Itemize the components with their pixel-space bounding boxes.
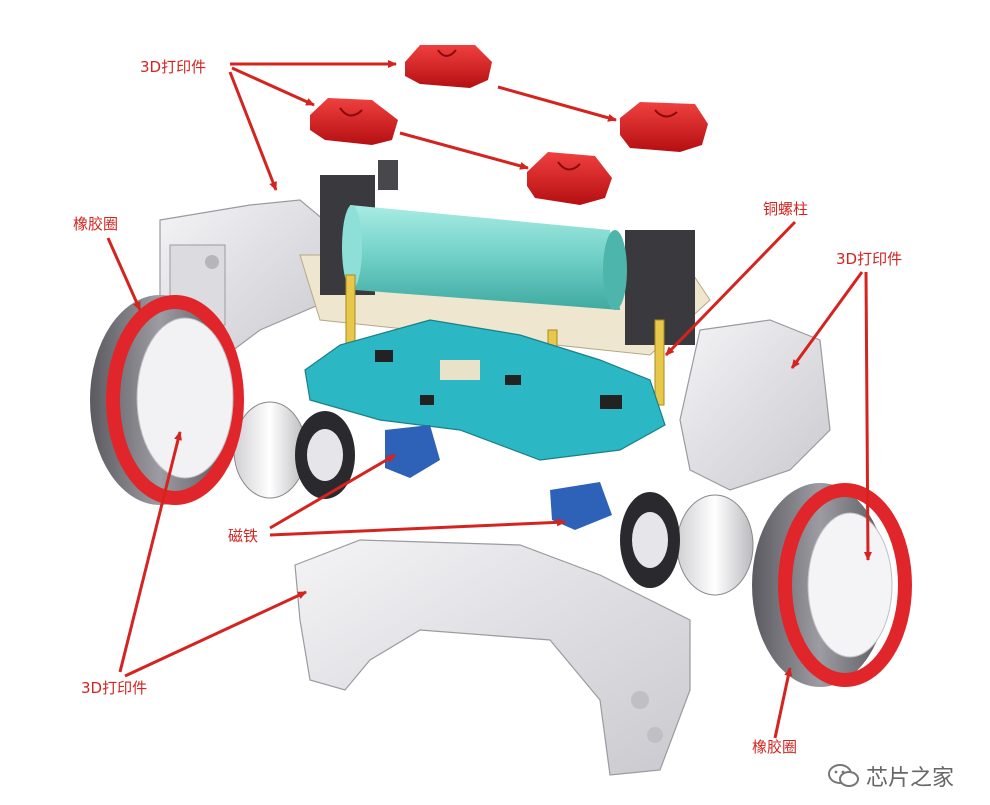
magnet-holders bbox=[385, 425, 612, 530]
printed-clip-2 bbox=[310, 98, 398, 145]
printed-clip-1 bbox=[405, 45, 492, 88]
lower-frame bbox=[294, 539, 691, 776]
label-3d-printed-top: 3D打印件 bbox=[140, 58, 207, 76]
label-magnet: 磁铁 bbox=[228, 527, 259, 545]
label-copper-standoff: 铜螺柱 bbox=[763, 200, 809, 218]
printed-clip-4 bbox=[527, 152, 612, 205]
label-rubber-ring-right: 橡胶圈 bbox=[752, 738, 798, 756]
pcb-board bbox=[304, 319, 666, 461]
left-wheel bbox=[90, 295, 244, 505]
right-wheel bbox=[752, 483, 912, 687]
printed-clip-3 bbox=[620, 102, 708, 152]
annotation-arrows bbox=[106, 60, 872, 739]
battery-cell bbox=[342, 205, 627, 310]
label-3d-printed-bottom: 3D打印件 bbox=[81, 679, 148, 697]
label-3d-printed-right: 3D打印件 bbox=[836, 250, 903, 268]
left-motor bbox=[233, 401, 355, 499]
wechat-icon bbox=[828, 764, 859, 787]
watermark: 芯片之家 bbox=[828, 760, 954, 792]
right-motor bbox=[620, 492, 754, 596]
watermark-text: 芯片之家 bbox=[866, 766, 955, 791]
label-rubber-ring-left: 橡胶圈 bbox=[73, 215, 119, 233]
